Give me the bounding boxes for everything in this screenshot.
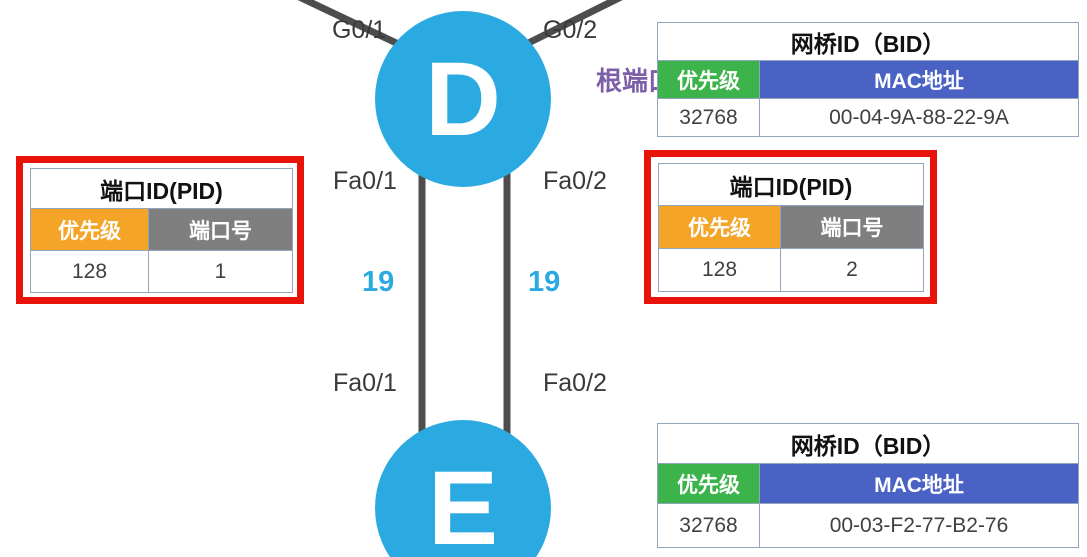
pid-1-title: 端口ID(PID) xyxy=(31,169,293,209)
bid-e-mac-header: MAC地址 xyxy=(760,464,1079,504)
bid-table-d: 网桥ID（BID） 优先级 MAC地址 32768 00-04-9A-88-22… xyxy=(657,22,1079,137)
highlight-box-pid-2 xyxy=(644,150,937,304)
port-label-d-g02: G0/2 xyxy=(543,16,598,44)
bid-d-mac-header: MAC地址 xyxy=(760,61,1079,99)
port-label-d-fa01: Fa0/1 xyxy=(333,167,397,195)
bid-d-priority-header: 优先级 xyxy=(658,61,760,99)
pid-2-title: 端口ID(PID) xyxy=(659,164,924,206)
bid-e-title: 网桥ID（BID） xyxy=(658,424,1079,464)
pid-1-priority-value: 128 xyxy=(31,251,149,293)
port-label-e-fa01: Fa0/1 xyxy=(333,369,397,397)
port-label-d-fa02: Fa0/2 xyxy=(543,167,607,195)
pid-2-priority-value: 128 xyxy=(659,249,781,292)
link-cost-left: 19 xyxy=(362,266,395,298)
link-cost-right: 19 xyxy=(528,266,561,298)
bid-d-priority-value: 32768 xyxy=(658,99,760,137)
pid-1-port-value: 1 xyxy=(149,251,293,293)
bid-table-e: 网桥ID（BID） 优先级 MAC地址 32768 00-03-F2-77-B2… xyxy=(657,423,1079,548)
bid-e-mac-value: 00-03-F2-77-B2-76 xyxy=(760,504,1079,548)
pid-table-1: 端口ID(PID) 优先级 端口号 128 1 xyxy=(30,168,293,293)
pid-table-2: 端口ID(PID) 优先级 端口号 128 2 xyxy=(658,163,924,292)
bid-d-mac-value: 00-04-9A-88-22-9A xyxy=(760,99,1079,137)
pid-1-port-header: 端口号 xyxy=(149,209,293,251)
pid-2-priority-header: 优先级 xyxy=(659,206,781,249)
bid-d-title: 网桥ID（BID） xyxy=(658,23,1079,61)
pid-1-priority-header: 优先级 xyxy=(31,209,149,251)
bid-e-priority-header: 优先级 xyxy=(658,464,760,504)
pid-2-port-header: 端口号 xyxy=(781,206,924,249)
bid-e-priority-value: 32768 xyxy=(658,504,760,548)
highlight-box-pid-1 xyxy=(16,156,304,304)
port-label-e-fa02: Fa0/2 xyxy=(543,369,607,397)
pid-2-port-value: 2 xyxy=(781,249,924,292)
switch-node-d: D xyxy=(375,11,551,187)
port-label-d-g01: G0/1 xyxy=(332,16,387,44)
switch-node-e: E xyxy=(375,420,551,557)
